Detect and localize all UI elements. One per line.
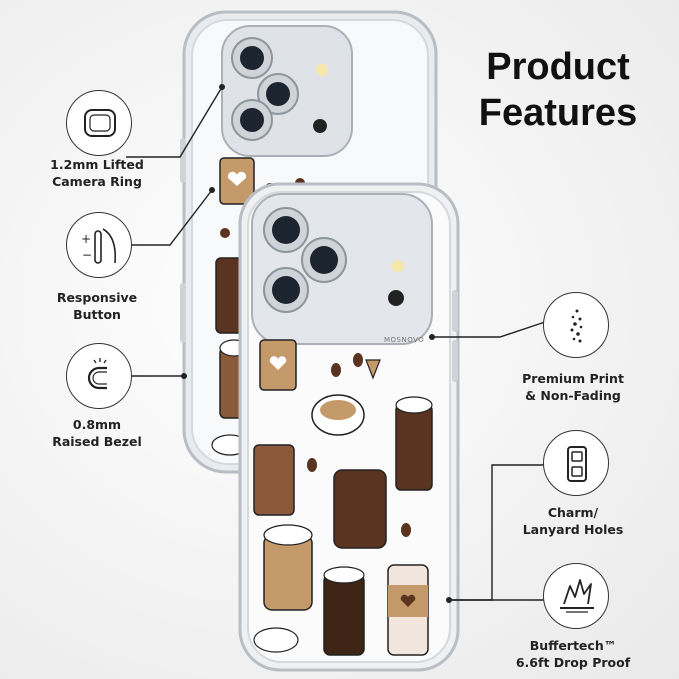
brand-mark: MOSNOVO bbox=[384, 336, 425, 344]
lanyard-hole-icon bbox=[567, 446, 587, 482]
sparkle-icon bbox=[570, 309, 583, 343]
charm-line-2: Lanyard Holes bbox=[522, 522, 624, 537]
camera-ring-icon bbox=[84, 109, 116, 137]
drop-line-2: 6.6ft Drop Proof bbox=[515, 655, 631, 670]
charm-line-1: Charm/ bbox=[547, 505, 599, 520]
feature-label-bezel: 0.8mm Raised Bezel bbox=[27, 416, 167, 450]
feature-circle-camera-ring bbox=[66, 90, 132, 156]
bezel-line-1: 0.8mm bbox=[72, 417, 122, 432]
feature-label-camera-ring: 1.2mm Lifted Camera Ring bbox=[27, 156, 167, 190]
title-line-1: Product bbox=[486, 46, 630, 88]
feature-circle-button: + − bbox=[66, 212, 132, 278]
bezel-line-2: Raised Bezel bbox=[52, 434, 142, 449]
print-line-1: Premium Print bbox=[522, 371, 624, 386]
button-icon: + − bbox=[81, 228, 117, 264]
drop-line-1: Buffertech™ bbox=[529, 638, 617, 653]
svg-text:+: + bbox=[81, 232, 91, 246]
bezel-icon bbox=[87, 358, 107, 390]
print-line-2: & Non-Fading bbox=[525, 388, 621, 403]
camera-ring-line-1: 1.2mm Lifted bbox=[50, 157, 144, 172]
feature-label-print: Premium Print & Non-Fading bbox=[503, 370, 643, 404]
camera-ring-line-2: Camera Ring bbox=[52, 174, 142, 189]
title-line-2: Features bbox=[478, 92, 638, 134]
feature-label-charm: Charm/ Lanyard Holes bbox=[503, 504, 643, 538]
feature-circle-print bbox=[543, 292, 609, 358]
feature-circle-charm bbox=[543, 430, 609, 496]
feature-label-drop: Buffertech™ 6.6ft Drop Proof bbox=[503, 637, 643, 671]
button-line-1: Responsive bbox=[56, 290, 138, 305]
feature-circle-bezel bbox=[66, 343, 132, 409]
shock-icon bbox=[560, 579, 594, 613]
phone-case-front: MOSNOVO bbox=[236, 180, 464, 675]
page-title: Product Features bbox=[448, 44, 668, 136]
button-line-2: Button bbox=[73, 307, 121, 322]
feature-circle-drop bbox=[543, 563, 609, 629]
feature-label-button: Responsive Button bbox=[27, 289, 167, 323]
svg-text:−: − bbox=[82, 248, 92, 262]
